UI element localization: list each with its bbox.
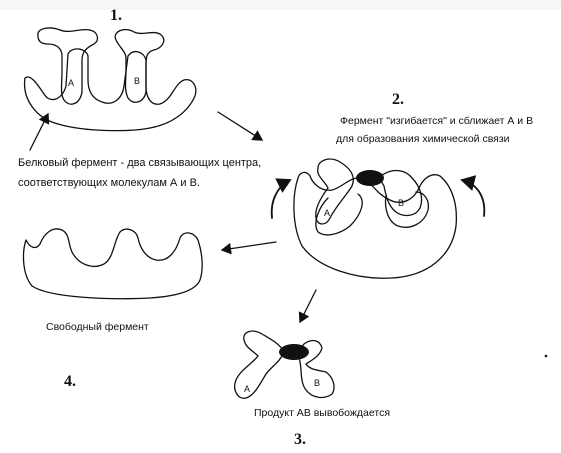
free-enzyme-label: Свободный фермент <box>46 321 149 333</box>
forming-bond-step-2 <box>356 170 384 186</box>
arrow-step2-to-step3 <box>298 289 317 324</box>
bend-description-line-1: Фермент "изгибается" и сближает А и В <box>340 115 533 127</box>
enzyme-cleft-a <box>315 193 363 236</box>
enzyme-body-step-2 <box>293 171 458 279</box>
arrow-to-free-enzyme <box>220 241 277 255</box>
step-4-number: 4. <box>64 373 76 390</box>
step-2-number: 2. <box>392 91 404 108</box>
site-a-label-step-3: A <box>244 384 250 394</box>
enzyme-body-step-1 <box>23 48 197 132</box>
bend-arrow-right <box>460 175 486 217</box>
scan-noise <box>0 0 561 10</box>
bend-arrow-left <box>270 178 292 219</box>
free-enzyme-body <box>22 228 203 300</box>
enzyme-description-line-2: соответствующих молекулам А и В. <box>18 177 200 189</box>
molecule-a-step-2 <box>315 158 354 225</box>
enzyme-step-2: A B <box>293 158 458 279</box>
stray-mark <box>544 354 548 358</box>
site-b-label-step-3: B <box>314 378 320 388</box>
chemical-bond-step-3 <box>279 344 309 360</box>
enzyme-step-1: A B <box>23 27 197 132</box>
site-a-label-step-1: A <box>68 78 74 88</box>
description-pointer-arrow <box>29 112 50 151</box>
free-enzyme-step-4 <box>22 228 203 300</box>
step-3-number: 3. <box>294 431 306 448</box>
site-b-label-step-2: B <box>398 198 404 208</box>
product-ab-step-3: A B <box>234 330 335 399</box>
site-a-label-step-2: A <box>324 208 330 218</box>
molecule-b-step-1 <box>114 28 165 103</box>
product-release-label: Продукт АВ вывобождается <box>254 407 390 419</box>
molecule-b-step-2 <box>380 169 423 217</box>
site-b-label-step-1: B <box>134 76 140 86</box>
step-1-number: 1. <box>110 7 122 24</box>
bend-description-line-2: для образования химической связи <box>336 133 510 145</box>
enzyme-description-line-1: Белковый фермент - два связывающих центр… <box>18 157 261 169</box>
product-left-arm <box>234 330 285 399</box>
enzyme-cleft-b <box>384 191 430 228</box>
product-right-arm <box>298 339 335 399</box>
molecule-a-step-1 <box>37 27 99 105</box>
arrow-step1-to-step2 <box>217 111 264 141</box>
